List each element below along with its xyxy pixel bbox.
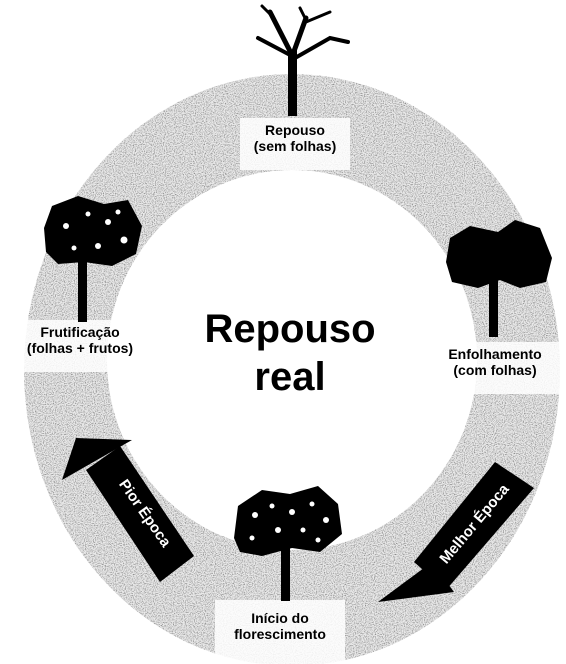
leafy-tree-icon: [446, 220, 552, 337]
stage-label-fruiting: Frutificação (folhas + frutos): [26, 324, 134, 357]
stage-label-leafing: Enfolhamento (com folhas): [448, 346, 542, 379]
flowering-tree-icon: [234, 486, 342, 601]
fruiting-tree-icon: [44, 196, 142, 322]
center-title-line1: Repouso: [204, 307, 376, 351]
stage-label-flowering: Início do florescimento: [234, 610, 326, 643]
center-title: Repouso real: [185, 305, 395, 401]
worst-season-arrow: [62, 438, 194, 582]
stage-label-dormancy: Repouso (sem folhas): [253, 122, 337, 155]
center-title-line2: real: [254, 355, 326, 399]
best-season-arrow: [378, 462, 534, 602]
bare-tree-icon: [256, 4, 350, 116]
